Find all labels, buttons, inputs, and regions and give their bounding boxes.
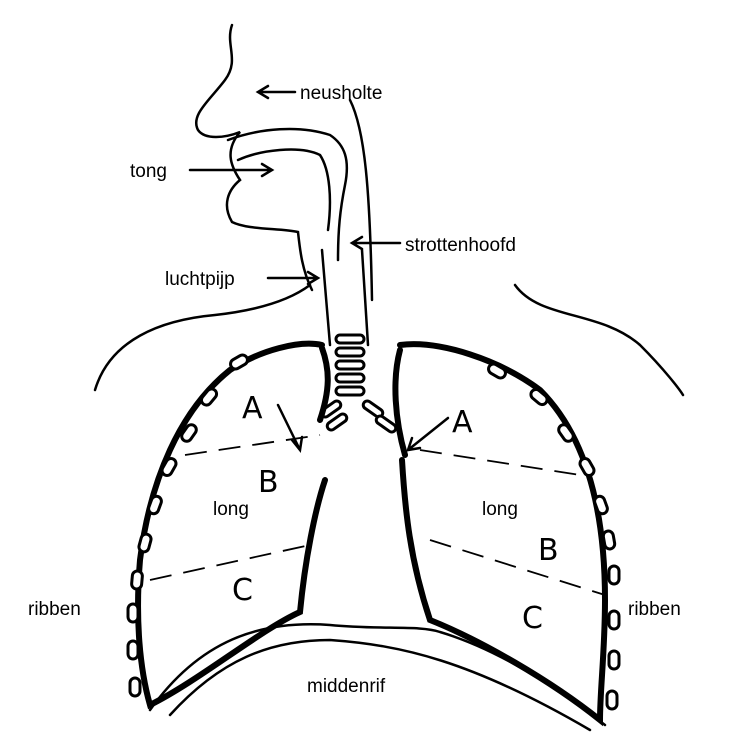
- zone-line-left-bc: [149, 544, 311, 581]
- label-neusholte: neusholte: [300, 83, 382, 104]
- shoulder-left: [93, 283, 312, 392]
- mouth-cavity: [226, 127, 349, 262]
- right-lung-inner: [392, 347, 408, 458]
- label-luchtpijp: luchtpijp: [165, 269, 235, 290]
- label-middenrif: middenrif: [307, 676, 386, 697]
- left-lung-outline: [135, 340, 328, 710]
- nasal-line: [348, 98, 374, 302]
- zone-c-right: C: [522, 601, 543, 636]
- arrows: [188, 84, 450, 454]
- zone-line-left-ab: [184, 434, 321, 456]
- zone-c-left: C: [232, 573, 253, 608]
- right-lung-outline: [397, 341, 609, 727]
- zone-a-left: A: [242, 391, 263, 426]
- head-profile: [195, 23, 314, 292]
- ribs-right-icon: [487, 362, 621, 711]
- trachea-rings: [319, 333, 398, 434]
- label-strottenhoofd: strottenhoofd: [405, 235, 516, 256]
- label-long-left: long: [213, 499, 249, 520]
- diaphragm-shape: [148, 623, 607, 727]
- tongue-shape: [236, 148, 332, 232]
- zone-b-right: B: [538, 533, 559, 568]
- label-long-right: long: [482, 499, 518, 520]
- left-lung-inner: [317, 345, 331, 423]
- diaphragm-inner: [168, 638, 592, 732]
- shoulder-right: [513, 283, 685, 397]
- zone-line-right-bc: [429, 539, 606, 596]
- zone-line-right-ab: [419, 449, 581, 476]
- label-tong: tong: [130, 161, 167, 182]
- zone-b-left: B: [258, 465, 279, 500]
- zone-a-right: A: [452, 405, 473, 440]
- label-ribben-left: ribben: [28, 599, 81, 620]
- label-ribben-right: ribben: [628, 599, 681, 620]
- trachea-shape: [320, 248, 370, 347]
- ribs-left-icon: [126, 353, 249, 698]
